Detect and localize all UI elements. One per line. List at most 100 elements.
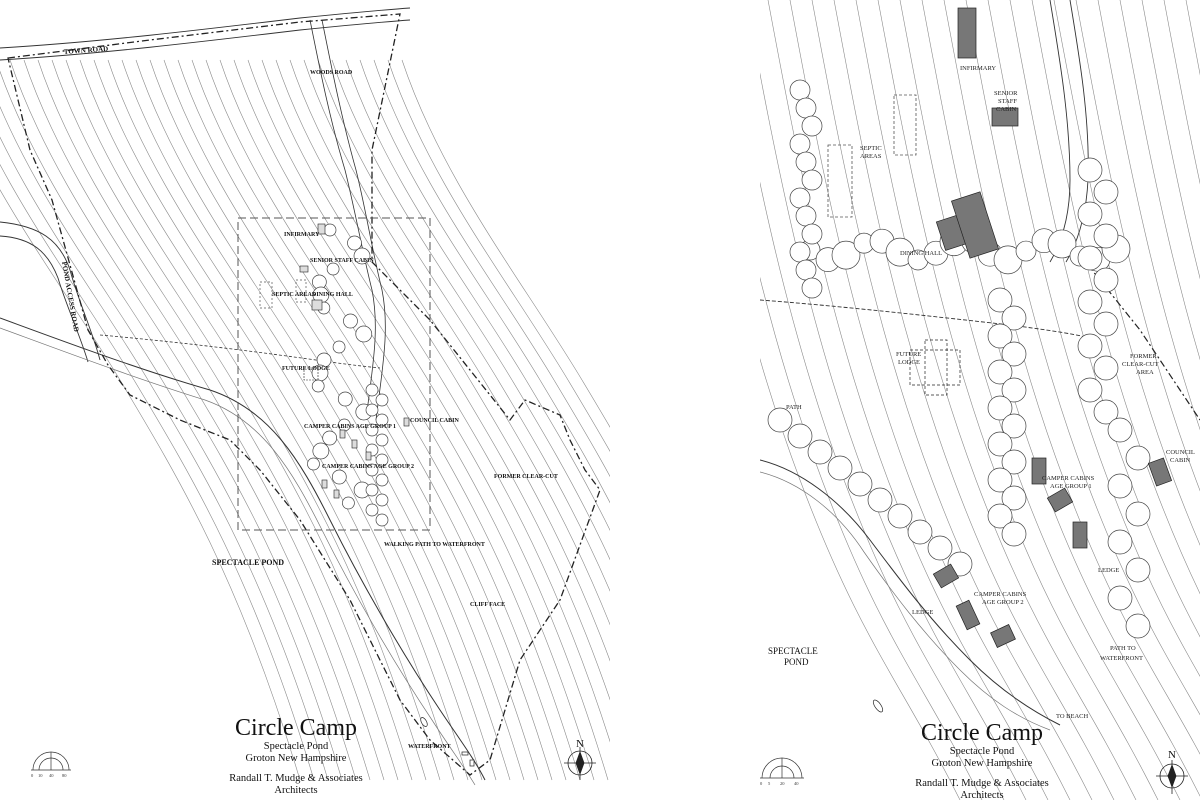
pond-shoreline: [0, 317, 486, 786]
contour-line: [1031, 0, 1200, 595]
tree-canopy: [353, 247, 371, 265]
right-property-boundary: [1059, 229, 1200, 421]
svg-text:CAMPER CABINS: CAMPER CABINS: [974, 591, 1027, 598]
tree-canopy: [1125, 613, 1151, 639]
contour-line: [93, 59, 455, 781]
contour-line: [855, 0, 1137, 800]
svg-text:COUNCIL: COUNCIL: [1166, 449, 1195, 456]
label-walking-path: WALKING PATH TO WATERFRONT: [384, 542, 485, 548]
label-path: PATH: [786, 404, 802, 411]
building-future-lodge: [303, 367, 319, 381]
tree-canopy: [987, 323, 1013, 349]
tree-canopy: [331, 469, 347, 485]
building-senior-staff-cabin: [299, 265, 309, 273]
tree-canopy: [801, 223, 823, 245]
contour-line: [65, 59, 427, 781]
tree-canopy: [1107, 585, 1133, 611]
contour-line: [1119, 0, 1200, 361]
tree-canopy: [789, 79, 811, 101]
svg-text:CABIN: CABIN: [1170, 457, 1191, 464]
building-dining-hall: [935, 191, 999, 259]
building-cabin: [339, 429, 346, 439]
svg-text:0: 0: [31, 773, 34, 778]
tree-canopy: [801, 169, 823, 191]
woods-road: [309, 19, 386, 421]
right-scale-ticks: 0 5 20 40: [760, 781, 799, 786]
label-camper-cabins-2: CAMPER CABINS AGE GROUP 2: [974, 591, 1027, 606]
contour-line: [205, 59, 567, 781]
contour-line: [191, 59, 553, 781]
contour-line: [261, 59, 610, 743]
tree-canopy: [375, 453, 389, 467]
right-location-2: Groton New Hampshire: [931, 758, 1033, 769]
left-firm: Randall T. Mudge & Associates: [229, 773, 363, 784]
left-site-plan-drawing: TOWN ROAD POND ACCESS ROAD WOODS ROAD IN…: [0, 7, 610, 786]
trail-line: [99, 334, 381, 369]
contour-line: [789, 0, 1071, 800]
building-cabin: [321, 479, 328, 489]
tree-canopy: [907, 519, 933, 545]
building-council-cabin: [1147, 457, 1173, 487]
tree-canopy: [312, 442, 330, 460]
building-cabin: [333, 489, 340, 499]
contour-line: [0, 136, 329, 781]
contour-line: [1075, 0, 1200, 492]
tree-canopy: [1077, 333, 1103, 359]
tree-canopy: [1093, 267, 1119, 293]
left-north-label: N: [576, 738, 584, 750]
contour-line: [303, 59, 610, 626]
svg-text:SPECTACLE: SPECTACLE: [768, 646, 818, 656]
right-north-arrow: [1156, 760, 1188, 794]
tree-canopy: [375, 493, 389, 507]
tree-canopy: [1107, 529, 1133, 555]
contour-line: [373, 59, 610, 477]
contour-line: [177, 59, 539, 781]
label-ledge-2: LEDGE: [1098, 567, 1119, 574]
tree-canopy: [1077, 157, 1103, 183]
svg-text:FORMER: FORMER: [1130, 353, 1157, 360]
tree-canopy: [311, 379, 325, 393]
label-camper-cabins-2: CAMPER CABINS AGE GROUP 2: [322, 464, 414, 470]
svg-text:10: 10: [38, 773, 43, 778]
svg-text:5: 5: [768, 781, 771, 786]
contour-line: [37, 59, 399, 781]
tree-canopy: [1047, 229, 1077, 259]
building-cabin: [932, 563, 960, 589]
contour-line: [1053, 0, 1200, 546]
right-contour-lines: [760, 0, 1200, 800]
tree-canopy: [1077, 245, 1103, 271]
tree-canopy: [326, 262, 340, 276]
tree-canopy: [795, 151, 817, 173]
tree-canopy: [987, 503, 1013, 529]
right-firm: Randall T. Mudge & Associates: [915, 778, 1049, 789]
contour-line: [289, 59, 610, 662]
tree-canopy: [332, 340, 346, 354]
label-path-to-waterfront: PATH TO WATERFRONT: [1100, 645, 1143, 662]
tree-canopy: [1077, 201, 1103, 227]
tree-canopy: [987, 395, 1013, 421]
contour-line: [9, 59, 371, 781]
label-dining-hall: DINING HALL: [312, 292, 353, 298]
tree-canopy: [342, 496, 355, 510]
building-cabin: [990, 624, 1016, 648]
pond-access-road: [0, 221, 101, 363]
svg-text:AREAS: AREAS: [860, 153, 882, 160]
tree-canopy: [807, 439, 833, 465]
tree-canopy: [1001, 485, 1027, 511]
label-infirmary: INFIRMARY: [284, 232, 320, 238]
svg-text:SEPTIC: SEPTIC: [860, 145, 882, 152]
contour-line: [359, 59, 610, 504]
left-site-plan: TOWN ROAD POND ACCESS ROAD WOODS ROAD IN…: [0, 7, 610, 796]
tree-canopy: [1125, 557, 1151, 583]
left-scale-ticks: 0 10 40 80: [31, 773, 67, 778]
right-title: Circle Camp: [921, 720, 1043, 746]
tree-canopy: [1001, 449, 1027, 475]
right-tree-canopy: [767, 79, 1151, 639]
tree-canopy: [375, 473, 389, 487]
town-road: [0, 7, 411, 61]
contour-line: [0, 70, 357, 781]
left-tree-canopy: [307, 223, 389, 527]
contour-line: [899, 0, 1181, 800]
tree-canopy: [987, 287, 1013, 313]
tree-canopy: [827, 455, 853, 481]
